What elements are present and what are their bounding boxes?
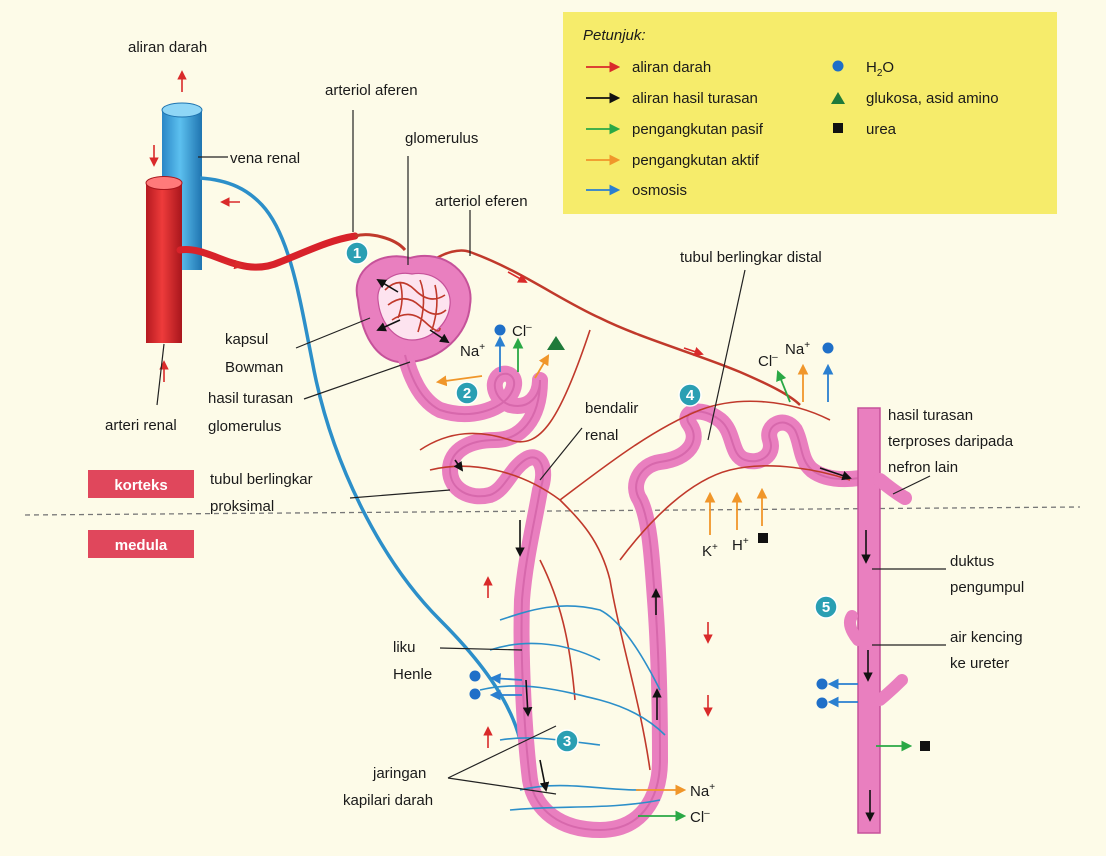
label-terproses-2: terproses daripada — [888, 433, 1014, 450]
water-circle-icon — [470, 689, 481, 700]
label-jaringan-2: kapilari darah — [343, 792, 433, 809]
label-duktus-1: duktus — [950, 553, 994, 570]
water-circle-icon — [470, 671, 481, 682]
step-badge-3: 3 — [556, 730, 578, 752]
ion-k: K+ — [702, 542, 718, 560]
step-badge-1: 1 — [346, 242, 368, 264]
svg-text:3: 3 — [563, 733, 571, 750]
step-badge-2: 2 — [456, 382, 478, 404]
svg-text:5: 5 — [822, 599, 830, 616]
label-terproses-3: nefron lain — [888, 459, 958, 476]
legend-item-pengangkutan-aktif: pengangkutan aktif — [632, 152, 760, 169]
legend-item-osmosis: osmosis — [632, 182, 687, 199]
label-jaringan-1: jaringan — [372, 765, 426, 782]
glucose-triangle-icon — [547, 336, 565, 350]
step-badge-4: 4 — [679, 384, 701, 406]
water-circle-icon — [817, 679, 828, 690]
label-proksimal-2: proksimal — [210, 498, 274, 515]
label-proksimal-1: tubul berlingkar — [210, 471, 313, 488]
label-liku-1: liku — [393, 639, 416, 656]
step-badge-5: 5 — [815, 596, 837, 618]
legend-item-pengangkutan-pasif: pengangkutan pasif — [632, 121, 764, 138]
label-arteriol-eferen: arteriol eferen — [435, 193, 528, 210]
label-glomerulus: glomerulus — [405, 130, 478, 147]
svg-text:4: 4 — [686, 387, 695, 404]
label-hasil-turasan-1: hasil turasan — [208, 390, 293, 407]
filtrate-flow-arrows — [378, 280, 870, 820]
label-vena-renal: vena renal — [230, 150, 300, 167]
legend-item-aliran-darah: aliran darah — [632, 59, 711, 76]
label-arteriol-aferen: arteriol aferen — [325, 82, 418, 99]
ion-na-pct: Na+ — [460, 342, 485, 360]
svg-text:korteks: korteks — [114, 477, 167, 494]
ion-cl-loop: Cl– — [690, 808, 710, 826]
renal-artery — [146, 177, 355, 344]
label-kencing-1: air kencing — [950, 629, 1023, 646]
urea-square-icon — [920, 741, 930, 751]
ion-na-loop: Na+ — [690, 782, 715, 800]
water-circle-icon — [833, 61, 844, 72]
ion-h: H+ — [732, 536, 749, 554]
label-kapsul-1: kapsul — [225, 331, 268, 348]
bowman-capsule — [357, 256, 471, 363]
urea-square-icon — [758, 533, 768, 543]
legend-symbol-urea: urea — [866, 121, 897, 138]
label-terproses-1: hasil turasan — [888, 407, 973, 424]
cortex-medulla-boundary — [25, 507, 1080, 515]
water-circle-icon — [817, 698, 828, 709]
label-aliran-darah: aliran darah — [128, 39, 207, 56]
label-duktus-2: pengumpul — [950, 579, 1024, 596]
svg-text:medula: medula — [115, 537, 168, 554]
legend-title: Petunjuk: — [583, 27, 646, 44]
ion-na-dct: Na+ — [785, 340, 810, 358]
legend-item-aliran-hasil-turasan: aliran hasil turasan — [632, 90, 758, 107]
ion-cl-pct: Cl– — [512, 322, 532, 340]
label-kencing-2: ke ureter — [950, 655, 1009, 672]
legend: Petunjuk: aliran darah aliran hasil tura… — [563, 12, 1057, 214]
water-circle-icon — [495, 325, 506, 336]
svg-text:2: 2 — [463, 385, 471, 402]
zone-korteks: korteks — [88, 470, 194, 498]
legend-symbol-glucose: glukosa, asid amino — [866, 90, 999, 107]
label-hasil-turasan-2: glomerulus — [208, 418, 281, 435]
label-tubul-distal: tubul berlingkar distal — [680, 249, 822, 266]
label-bendalir-1: bendalir — [585, 400, 638, 417]
label-arteri-renal: arteri renal — [105, 417, 177, 434]
label-bendalir-2: renal — [585, 427, 618, 444]
ion-cl-dct: Cl– — [758, 352, 778, 370]
label-liku-2: Henle — [393, 666, 432, 683]
nephron-tubule-edge — [405, 355, 860, 830]
urea-square-icon — [833, 123, 843, 133]
water-circle-icon — [823, 343, 834, 354]
label-kapsul-2: Bowman — [225, 359, 283, 376]
zone-medula: medula — [88, 530, 194, 558]
svg-text:1: 1 — [353, 245, 361, 262]
